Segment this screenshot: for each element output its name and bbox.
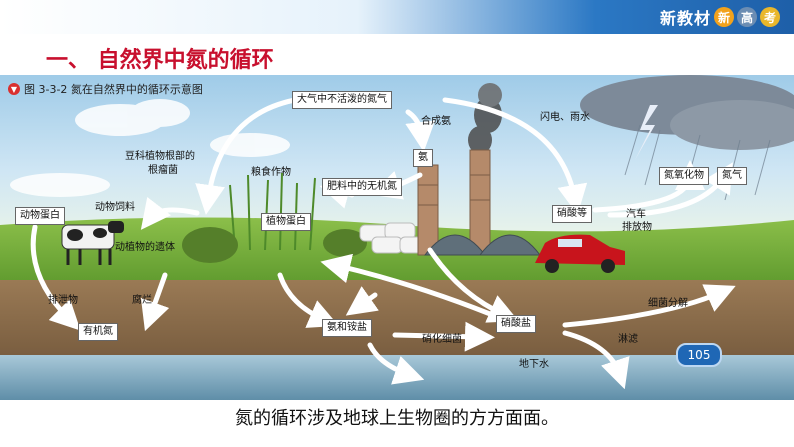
car-icon (535, 234, 625, 273)
box-animal-protein: 动物蛋白 (15, 207, 65, 225)
label-lightning-rain: 闪电、雨水 (540, 112, 590, 123)
figure-caption: ▼ 图 3-3-2 氮在自然界中的循环示意图 (8, 81, 203, 97)
box-ammonia-and-salts: 氨和铵盐 (322, 319, 372, 337)
label-plant-remains: 动植物的遗体 (115, 242, 175, 253)
soil-layer (0, 280, 794, 355)
label-synthetic-ammonia: 合成氨 (421, 116, 451, 127)
box-nitrogen-gas: 氮气 (717, 167, 747, 185)
label-decay: 腐烂 (132, 295, 152, 306)
box-ammonia: 氨 (413, 149, 433, 167)
label-excreta: 排泄物 (48, 295, 78, 306)
cow-icon (61, 221, 124, 265)
box-plant-protein: 植物蛋白 (261, 213, 311, 231)
brand-logo: 新教材 新 高 考 (660, 6, 780, 28)
brand-badge-high: 高 (737, 7, 757, 27)
nitrogen-cycle-diagram: ▼ 图 3-3-2 氮在自然界中的循环示意图 大气中不活泼的氮气 氨 肥料中的无… (0, 75, 794, 400)
box-nitrate: 硝酸盐 (496, 315, 536, 333)
groundwater-layer (0, 355, 794, 400)
label-bacterial-decomp: 细菌分解 (648, 298, 688, 309)
bushes (182, 227, 367, 263)
header-bar: 新教材 新 高 考 (0, 0, 794, 34)
header-gradient (0, 0, 794, 34)
label-leaching: 淋滤 (618, 334, 638, 345)
section-title: 一、 自然界中氮的循环 (46, 48, 274, 73)
label-legume-bacteria-1: 豆科植物根部的 (125, 151, 195, 162)
box-nitrogen-oxides: 氮氧化物 (659, 167, 709, 185)
brand-text: 新教材 (659, 9, 711, 28)
box-organic-n: 有机氮 (78, 323, 118, 341)
storm-cloud (580, 75, 794, 201)
caption-marker-icon: ▼ (8, 83, 20, 95)
diagram-scene (0, 75, 794, 400)
label-grain-crops: 粮食作物 (251, 167, 291, 178)
label-groundwater: 地下水 (519, 359, 549, 370)
box-atmosphere-n2: 大气中不活泼的氮气 (292, 91, 392, 109)
lightning-icon (635, 105, 658, 160)
box-inorganic-n: 肥料中的无机氮 (322, 178, 402, 196)
label-legume-bacteria-2: 根瘤菌 (148, 165, 178, 176)
caption-text: 图 3-3-2 氮在自然界中的循环示意图 (24, 83, 203, 96)
page-number-badge: 105 (676, 343, 722, 367)
label-nitrifying-bacteria: 硝化细菌 (422, 334, 462, 345)
factory-hangars (423, 234, 542, 256)
brand-badge-exam: 考 (760, 7, 780, 27)
label-car-1: 汽车 (626, 209, 646, 220)
label-animal-feed: 动物饲料 (95, 202, 135, 213)
box-nitrate-etc: 硝酸等 (552, 205, 592, 223)
summary-sentence: 氮的循环涉及地球上生物圈的方方面面。 (235, 408, 559, 429)
brand-badge-new: 新 (714, 7, 734, 27)
label-car-2: 排放物 (622, 222, 652, 233)
